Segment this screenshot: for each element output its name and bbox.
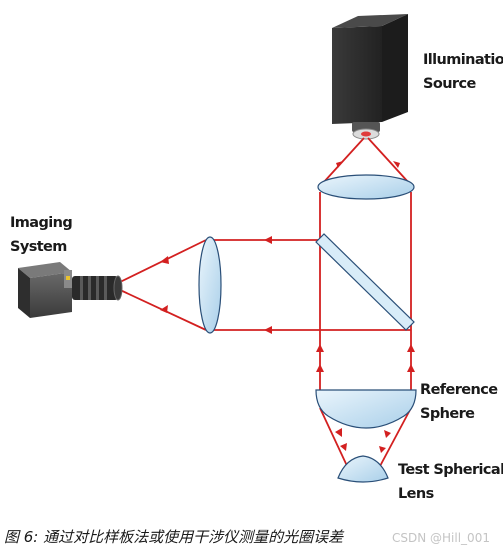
arrow-to-camera-upper — [160, 256, 169, 264]
test-spherical-lens — [337, 455, 389, 483]
light-source-box-top — [332, 14, 408, 28]
watermark-text: CSDN @Hill_001 — [392, 531, 490, 545]
camera-lens-barrel — [72, 275, 123, 301]
arrow-test-right-1 — [384, 430, 391, 438]
arrow-down-left — [336, 161, 343, 168]
arrow-left-upper — [264, 236, 272, 244]
arrow-up-left-1 — [316, 344, 324, 352]
reference-label-line1: Reference — [420, 382, 498, 398]
arrow-test-left-2 — [340, 443, 347, 451]
illumination-label-line1: Illumination — [423, 52, 503, 68]
arrow-up-right-2 — [407, 364, 415, 372]
arrow-up-right-1 — [407, 344, 415, 352]
arrow-test-right-2 — [379, 446, 386, 453]
test-lens-label-line1: Test Spherical — [398, 462, 503, 478]
imaging-lens — [198, 236, 222, 334]
light-source-box-front — [332, 26, 382, 124]
camera-icon — [18, 262, 123, 318]
reference-sphere — [315, 389, 417, 429]
arrow-test-left-1 — [335, 428, 342, 437]
collimating-lens — [317, 174, 415, 200]
imaging-label-line1: Imaging — [10, 215, 72, 231]
illumination-source — [332, 14, 408, 140]
beam-arrows — [160, 161, 415, 453]
light-emitter — [361, 131, 371, 137]
reference-label-line2: Sphere — [420, 406, 475, 422]
arrow-left-lower — [264, 326, 272, 334]
illumination-label-line2: Source — [423, 76, 476, 92]
test-lens-label-line2: Lens — [398, 486, 434, 502]
arrow-down-right — [393, 161, 400, 168]
arrow-to-camera-lower — [160, 305, 168, 313]
beam-splitter — [315, 233, 415, 331]
light-source-box-side — [382, 14, 408, 122]
arrow-up-left-2 — [316, 364, 324, 372]
imaging-label-line2: System — [10, 239, 67, 255]
figure-caption: 图 6: 通过对比样板法或使用干涉仪测量的光圈误差 — [4, 528, 344, 546]
